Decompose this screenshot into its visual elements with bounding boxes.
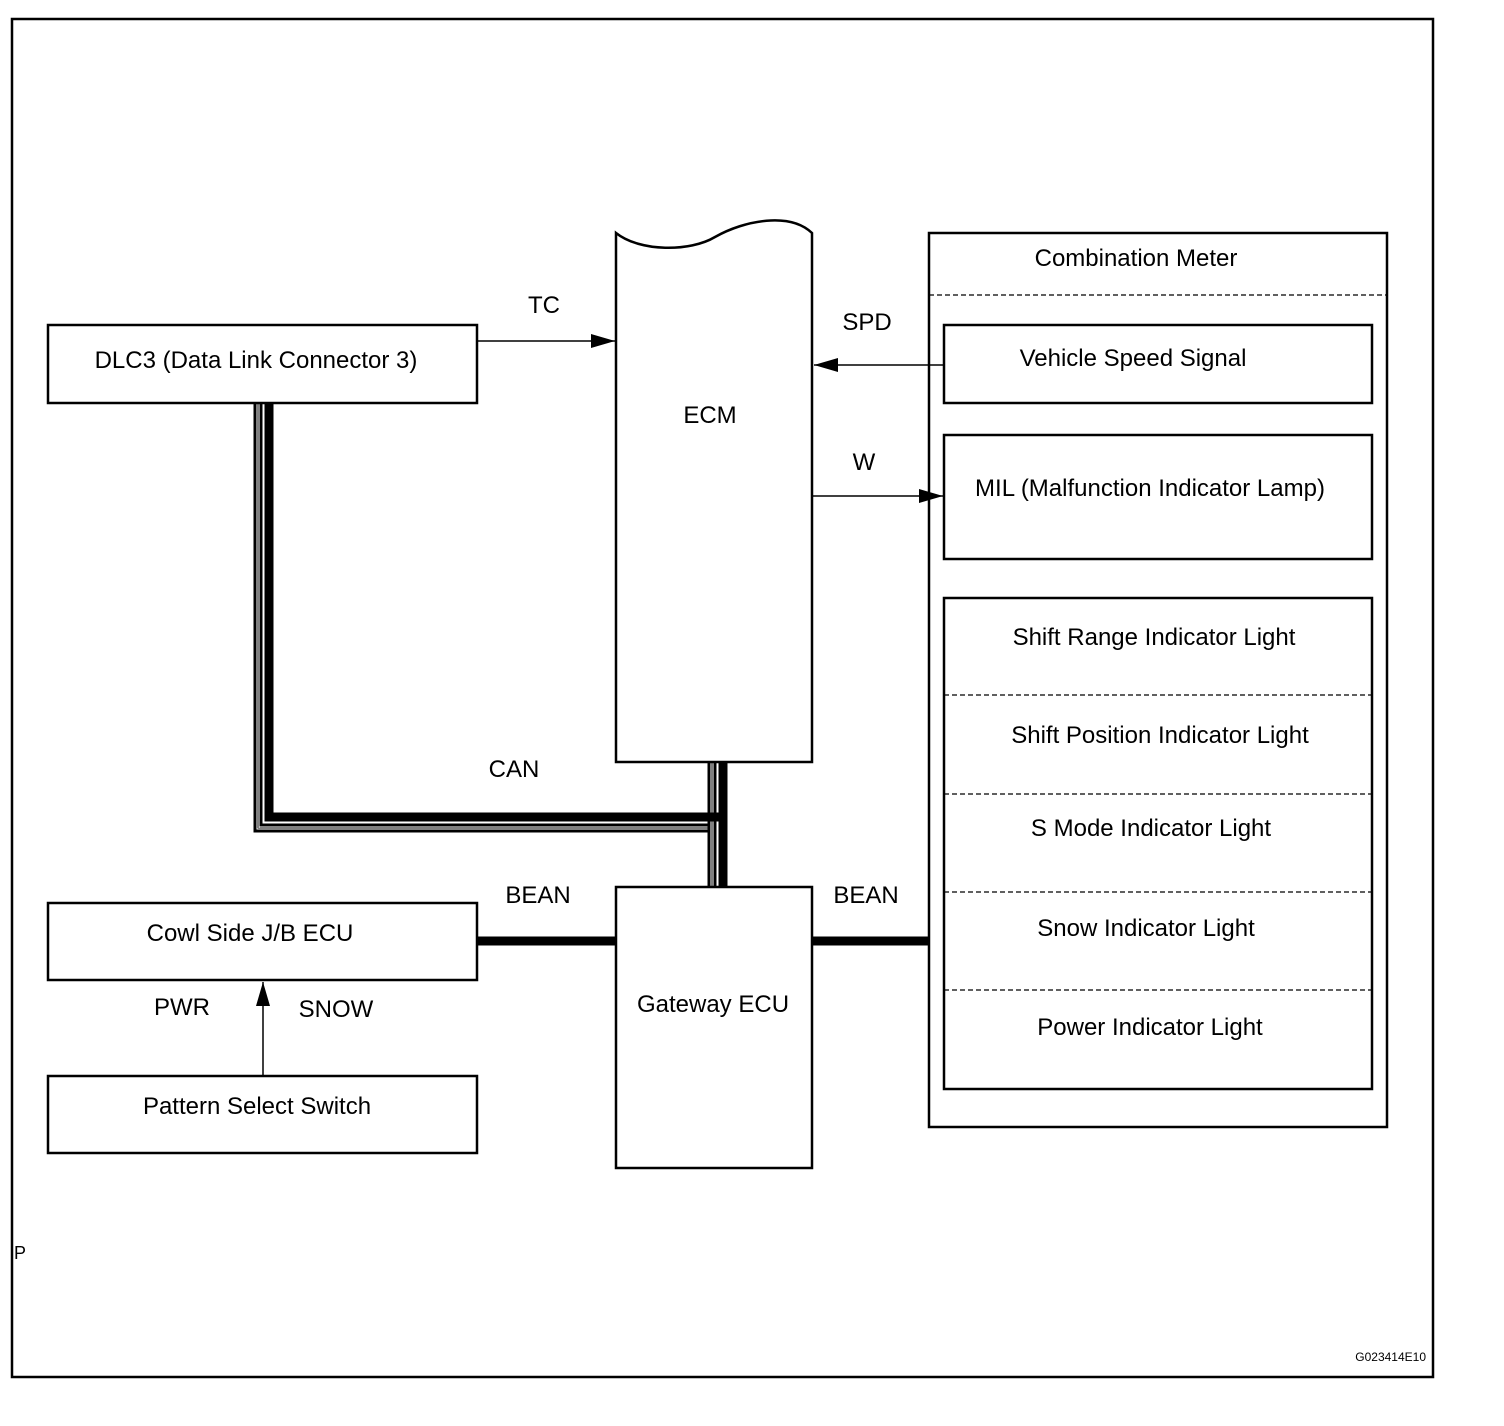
cowl-side-jb-ecu-box: [46, 901, 479, 982]
gateway-ecu-label: Gateway ECU: [637, 991, 789, 1018]
shift-range-indicator-label: Shift Range Indicator Light: [1013, 624, 1296, 651]
tc-label: TC: [528, 292, 560, 319]
mil-box: [942, 433, 1374, 561]
indicator-lights-box: [942, 596, 1374, 1091]
vehicle-speed-signal-label: Vehicle Speed Signal: [1020, 345, 1247, 372]
pattern-select-switch-label: Pattern Select Switch: [143, 1093, 371, 1120]
corner-mark: P: [14, 1243, 26, 1263]
ecm-box: [614, 219, 814, 764]
snow-indicator-label: Snow Indicator Light: [1037, 915, 1255, 942]
can-label: CAN: [489, 756, 540, 783]
figure-id: G023414E10: [1355, 1350, 1426, 1364]
cowl-side-jb-ecu-label: Cowl Side J/B ECU: [147, 920, 354, 947]
vehicle-speed-signal-box: [942, 323, 1374, 405]
pattern-select-switch-box: [46, 1074, 479, 1155]
can-bus: [253, 403, 728, 887]
s-mode-indicator-label: S Mode Indicator Light: [1031, 815, 1271, 842]
ecm-label: ECM: [683, 402, 736, 429]
snow-label: SNOW: [299, 996, 374, 1023]
power-indicator-label: Power Indicator Light: [1037, 1014, 1263, 1041]
dlc3-label: DLC3 (Data Link Connector 3): [95, 347, 418, 374]
combination-meter-label: Combination Meter: [1035, 245, 1238, 272]
outer-frame: [10, 17, 1435, 1379]
mil-label: MIL (Malfunction Indicator Lamp): [975, 475, 1325, 502]
gateway-ecu-box: [614, 885, 814, 1170]
bean-right-label: BEAN: [833, 882, 898, 909]
dlc3-box: [46, 323, 479, 405]
shift-position-indicator-label: Shift Position Indicator Light: [1011, 722, 1309, 749]
pwr-label: PWR: [154, 994, 210, 1021]
bean-left-label: BEAN: [505, 882, 570, 909]
spd-label: SPD: [842, 309, 891, 336]
w-label: W: [853, 449, 876, 476]
